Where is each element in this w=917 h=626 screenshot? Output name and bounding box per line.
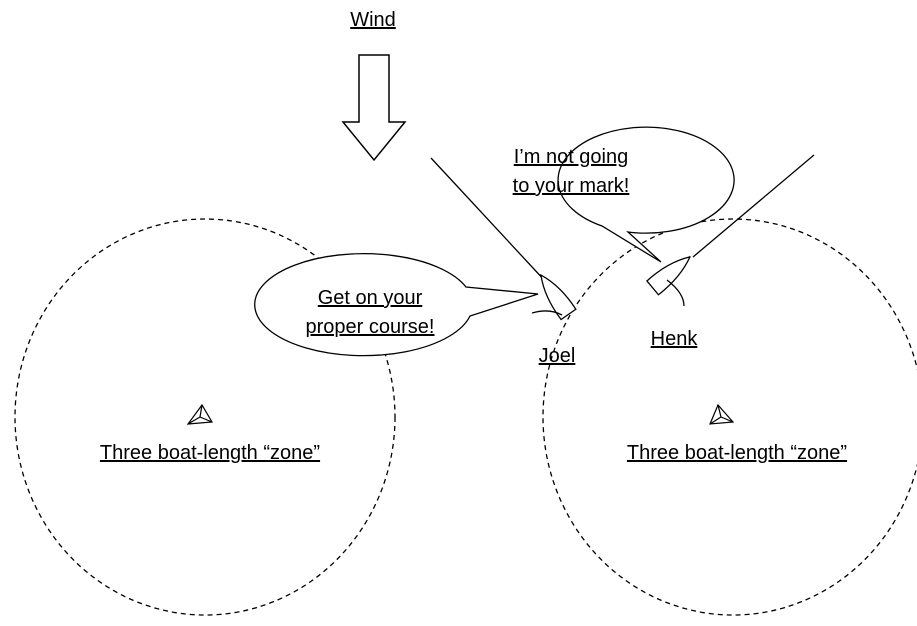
henk-speech-line-2: to your mark!	[513, 175, 630, 197]
henk-boat-icon	[645, 255, 691, 296]
mark-left-icon	[186, 403, 214, 425]
zone-circle-right	[542, 218, 917, 616]
zone-label-left: Three boat-length “zone”	[100, 442, 320, 464]
joel-boom-arc	[531, 310, 563, 316]
henk-speech-line-1: I’m not going	[514, 146, 629, 168]
joel-boat-icon	[540, 273, 577, 321]
joel-speech-bubble	[254, 253, 539, 357]
zone-circle-left	[14, 218, 396, 616]
joel-name-label: Joel	[539, 345, 576, 367]
henk-name-label: Henk	[651, 328, 699, 350]
wind-label: Wind	[350, 9, 396, 31]
henk-track-line	[692, 154, 815, 258]
joel-speech-line-1: Get on your	[318, 287, 423, 309]
wind-arrow	[341, 54, 407, 162]
joel-speech-line-2: proper course!	[306, 316, 435, 338]
mark-right-icon	[709, 403, 735, 425]
henk-speech-bubble	[557, 126, 735, 263]
joel-track-line	[430, 157, 547, 283]
henk-boom-arc	[666, 279, 685, 307]
zone-label-right: Three boat-length “zone”	[627, 442, 847, 464]
